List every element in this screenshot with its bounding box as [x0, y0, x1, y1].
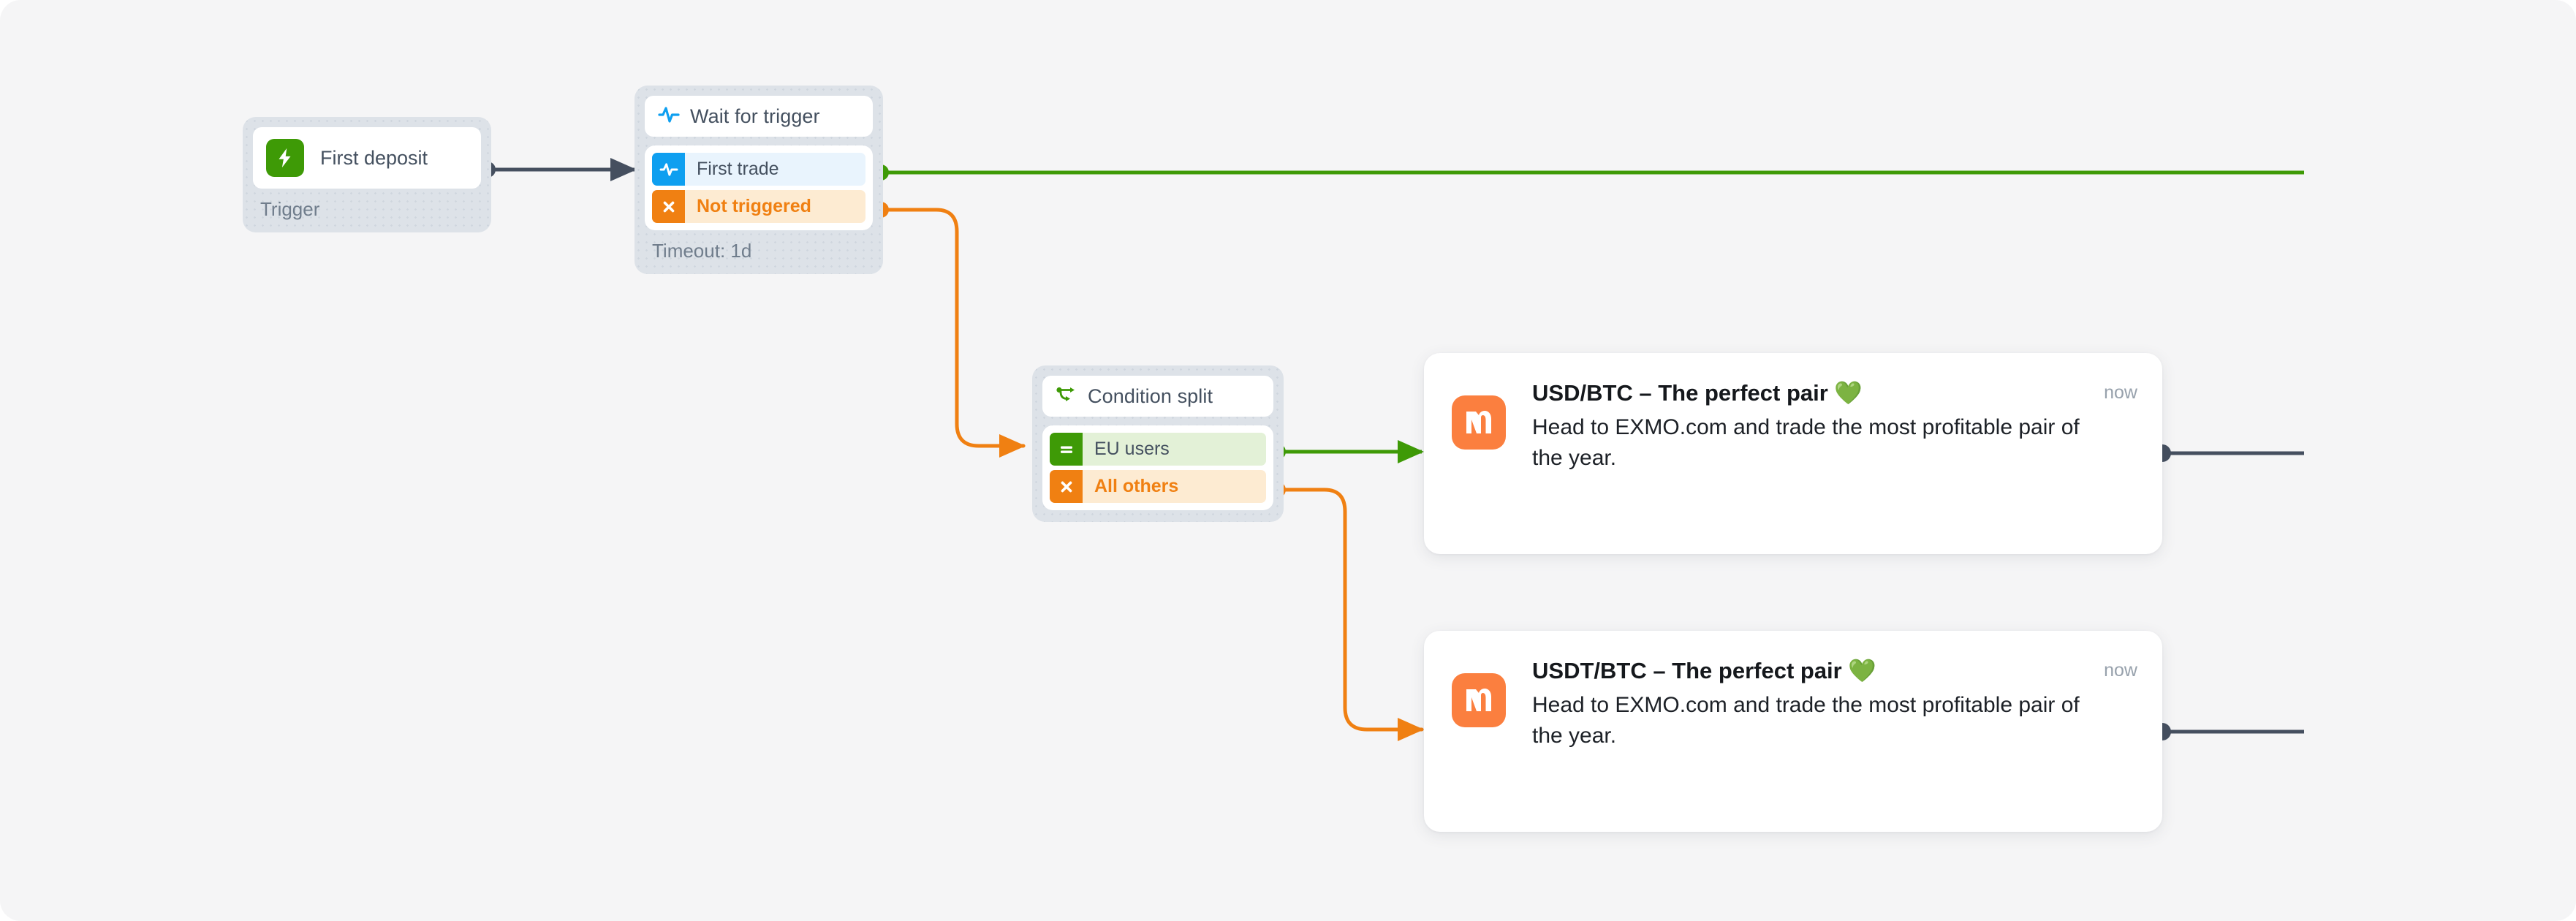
message-text: Head to EXMO.com and trade the most prof…	[1532, 414, 2080, 471]
branch-label: Not triggered	[697, 196, 811, 216]
message-timestamp: now	[2104, 660, 2137, 681]
branch-label: All others	[1094, 476, 1179, 496]
wait-node-footer: Timeout: 1d	[652, 240, 752, 262]
edge-eu-users-to-card-1	[1270, 439, 1425, 463]
message-card[interactable]: USDT/BTC – The perfect pair 💚 Head to EX…	[1424, 631, 2162, 832]
message-title-text: USDT/BTC – The perfect pair	[1532, 658, 1849, 683]
trigger-title: First deposit	[320, 146, 428, 169]
edge-card-2-out	[2153, 723, 2304, 740]
wait-node-title: Wait for trigger	[690, 105, 820, 127]
pulse-activity-icon	[658, 105, 680, 128]
node-condition-split[interactable]: Condition split EU users All othe	[1032, 365, 1284, 522]
pulse-activity-icon	[652, 153, 685, 186]
equals-icon	[1050, 433, 1083, 466]
exmo-app-icon	[1452, 673, 1506, 727]
edge-first-trade-out	[873, 164, 2304, 181]
branch-not-triggered[interactable]: Not triggered	[652, 190, 865, 223]
condition-node-header[interactable]: Condition split	[1042, 376, 1273, 417]
edge-not-triggered-to-condition	[873, 202, 1026, 458]
trigger-footer: Trigger	[260, 198, 320, 220]
node-wait-for-trigger[interactable]: Wait for trigger First trade Not trigger…	[634, 86, 883, 274]
exmo-app-icon	[1452, 395, 1506, 450]
message-card[interactable]: USD/BTC – The perfect pair 💚 Head to EXM…	[1424, 353, 2162, 554]
message-title: USD/BTC – The perfect pair 💚	[1532, 379, 2089, 408]
edge-all-others-to-card-2	[1270, 482, 1425, 741]
message-timestamp: now	[2104, 382, 2137, 403]
wait-node-branches: First trade Not triggered	[645, 145, 873, 230]
branch-all-others[interactable]: All others	[1050, 470, 1266, 503]
trigger-pill[interactable]: First deposit	[253, 127, 481, 189]
branch-first-trade[interactable]: First trade	[652, 153, 865, 186]
branch-eu-users[interactable]: EU users	[1050, 433, 1266, 466]
edge-trigger-to-wait	[480, 157, 637, 181]
branch-label: EU users	[1094, 439, 1170, 459]
message-title-text: USD/BTC – The perfect pair	[1532, 380, 1835, 406]
condition-node-branches: EU users All others	[1042, 425, 1273, 510]
split-branch-icon	[1056, 384, 1077, 409]
branch-label: First trade	[697, 159, 779, 179]
close-x-icon	[652, 190, 685, 223]
green-heart-icon: 💚	[1848, 658, 1876, 683]
message-text: Head to EXMO.com and trade the most prof…	[1532, 692, 2080, 748]
message-body: USD/BTC – The perfect pair 💚 Head to EXM…	[1506, 379, 2104, 474]
close-x-icon	[1050, 470, 1083, 503]
node-trigger[interactable]: First deposit Trigger	[243, 117, 491, 232]
edge-card-1-out	[2153, 444, 2304, 462]
lightning-bolt-icon	[266, 139, 304, 177]
message-title: USDT/BTC – The perfect pair 💚	[1532, 657, 2089, 686]
wait-node-header[interactable]: Wait for trigger	[645, 96, 873, 137]
condition-node-title: Condition split	[1088, 384, 1213, 407]
green-heart-icon: 💚	[1834, 380, 1863, 406]
message-body: USDT/BTC – The perfect pair 💚 Head to EX…	[1506, 657, 2104, 752]
